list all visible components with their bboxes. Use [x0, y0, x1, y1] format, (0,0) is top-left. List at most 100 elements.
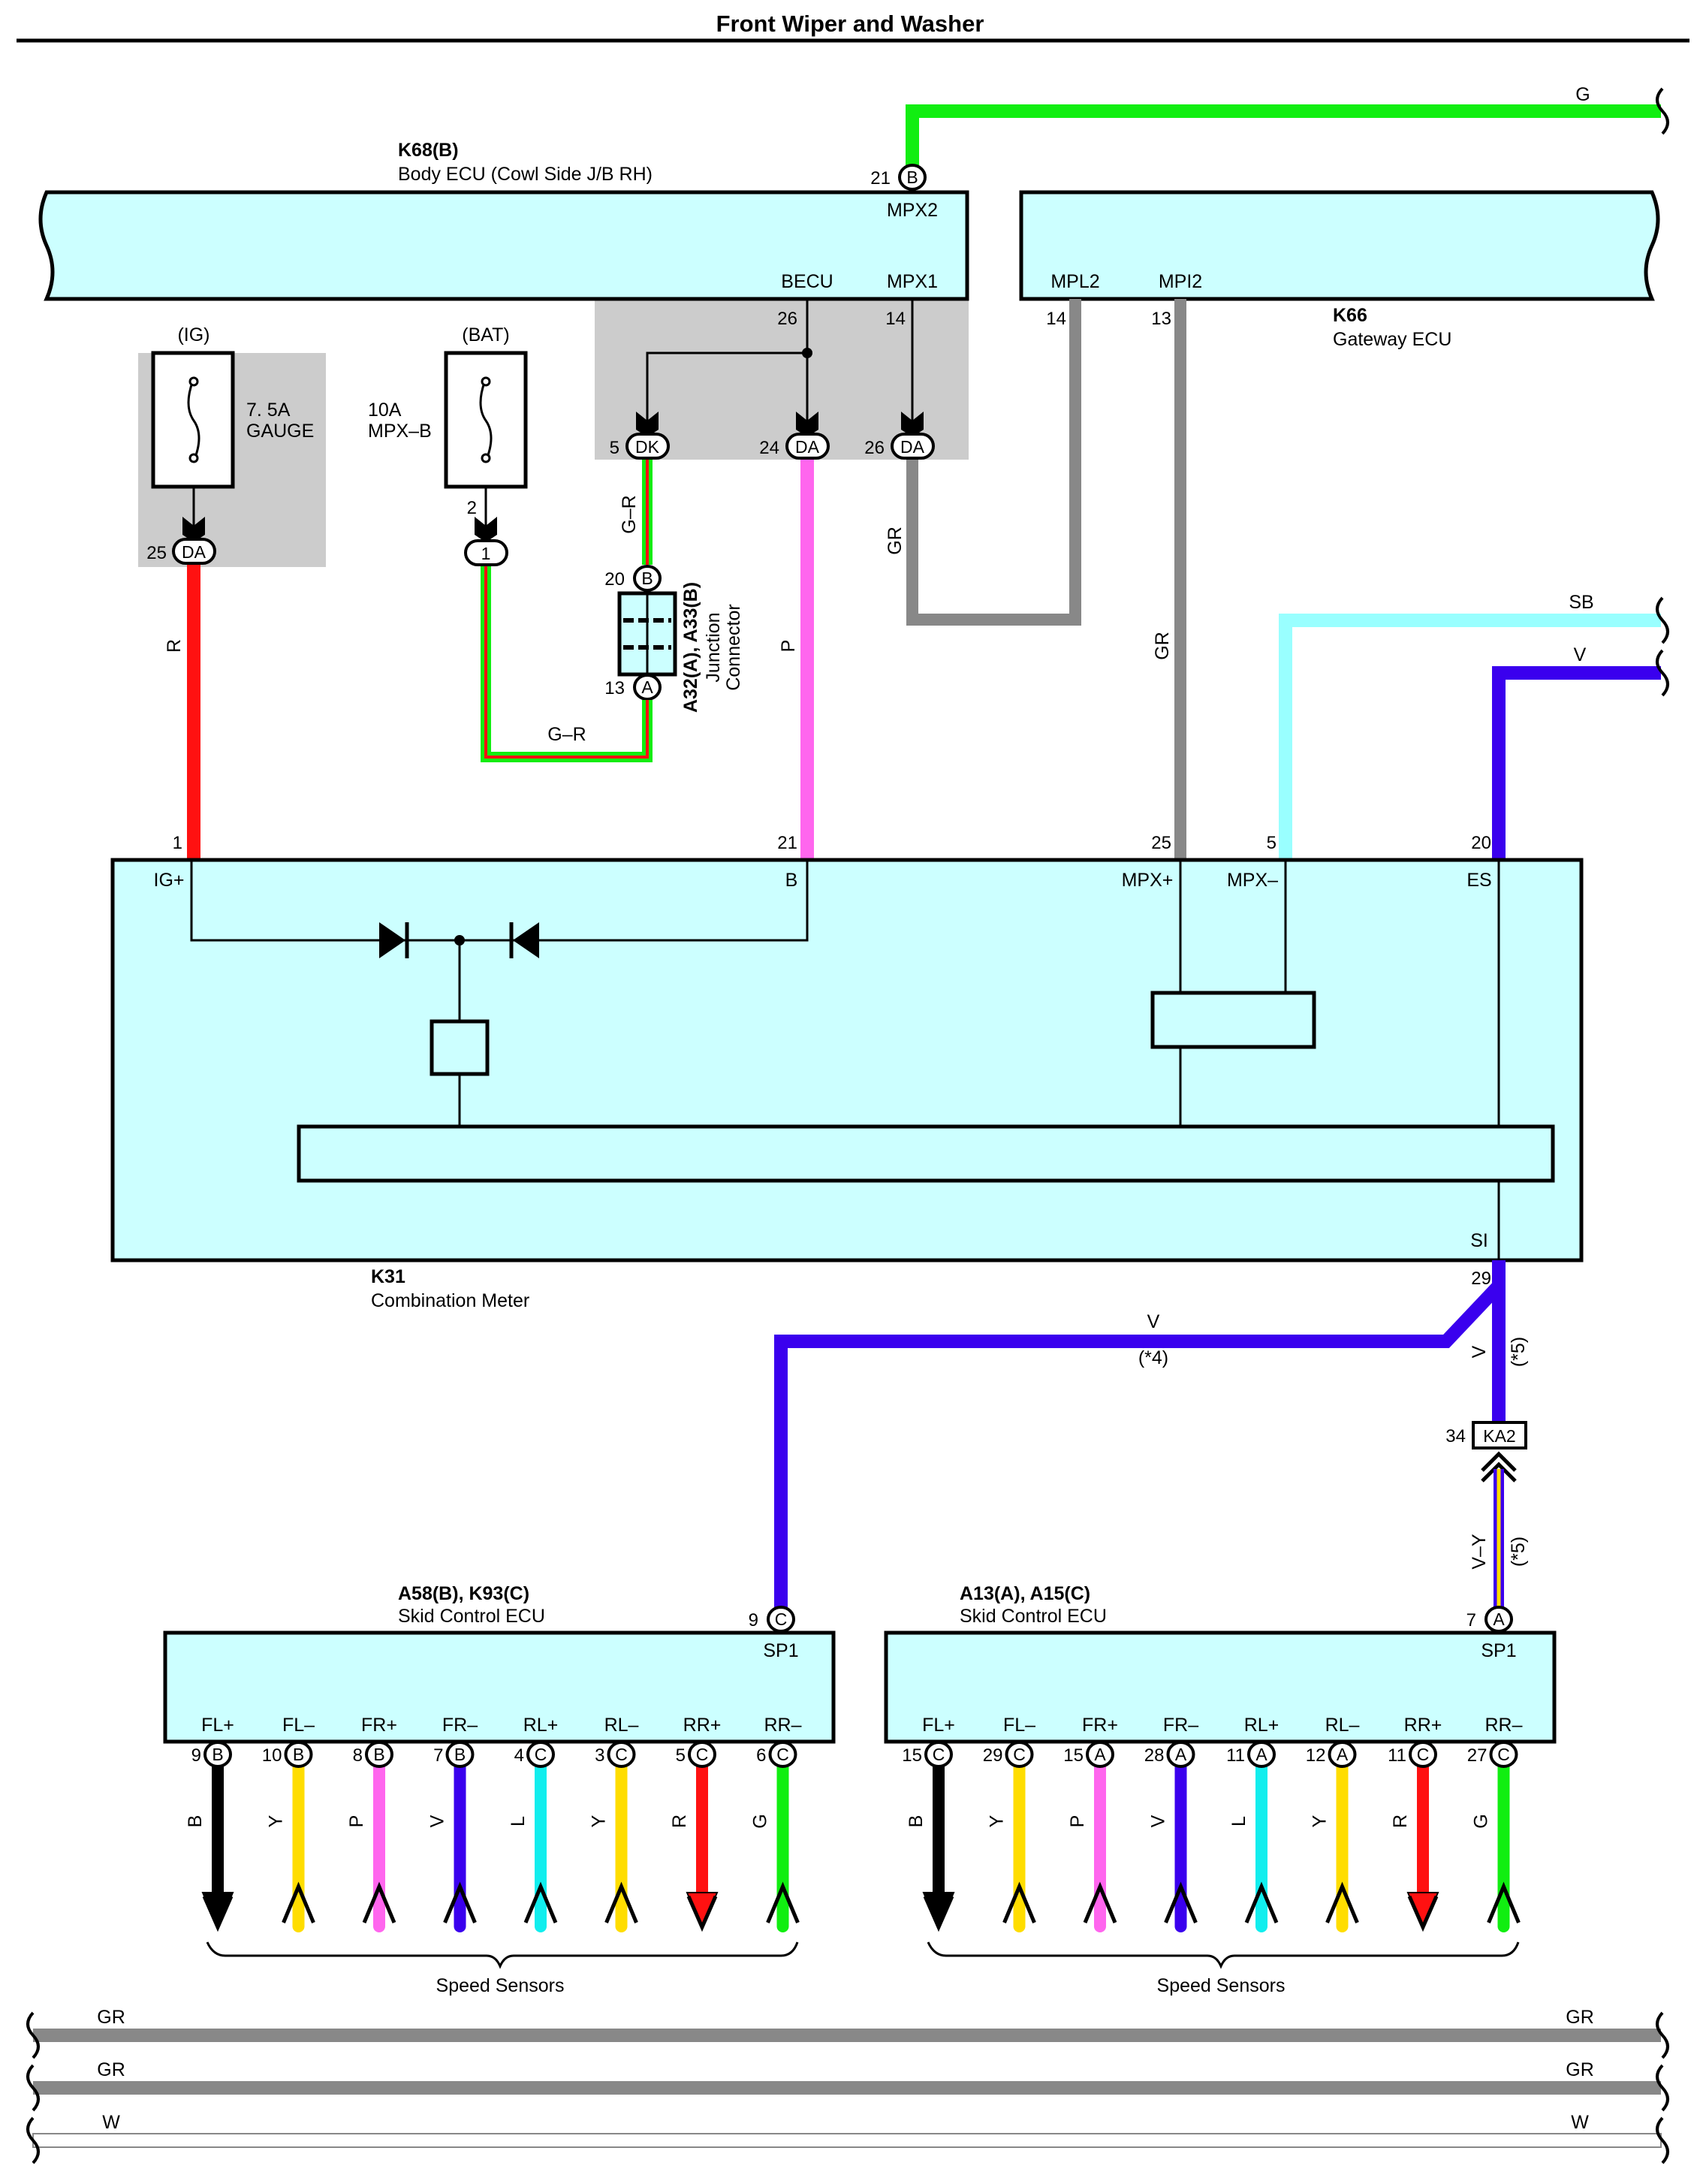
sensor-left-1-arrow-outline [202, 1895, 234, 1932]
sensor-right-3-terminal: FR+ [1082, 1715, 1118, 1736]
wire-label-v: V [1574, 644, 1587, 665]
terminal-mpxm: MPX– [1227, 870, 1278, 891]
sensor-left-7-wire-label: R [669, 1814, 690, 1828]
sensor-left-4-terminal: FR– [442, 1715, 478, 1736]
gateway-name: Gateway ECU [1333, 329, 1451, 350]
ka2-chevron-2 [1481, 1462, 1517, 1483]
sensor-right-6-chevron [1325, 1881, 1359, 1923]
conn-da25 [172, 538, 216, 565]
sensor-right-1-pin: 15 [902, 1745, 922, 1766]
sensor-right-7-connector [1409, 1741, 1437, 1768]
speed-sensors-left-label: Speed Sensors [436, 1975, 565, 1996]
sensor-left-3-terminal: FR+ [361, 1715, 397, 1736]
conn-1 [464, 539, 508, 566]
sensor-left-2-connector-label: B [293, 1745, 304, 1764]
arrow-da26 [901, 412, 924, 437]
bus-line-2-break-right [1656, 2064, 1669, 2112]
sensor-left-5-connector [526, 1741, 555, 1768]
pin-25-da: 25 [146, 543, 167, 563]
sensor-left-3-pin: 8 [353, 1745, 363, 1766]
sensor-left-1-terminal: FL+ [201, 1715, 234, 1736]
pin-5-dk: 5 [610, 438, 619, 458]
conn-jc-a-label: A [641, 677, 653, 697]
bus-line-3 [32, 2133, 1662, 2148]
bus-line-3-break-right [1656, 2116, 1669, 2164]
wire-break-v [1656, 649, 1669, 697]
pin-13-mpi2: 13 [1151, 309, 1171, 329]
junction-connector [617, 591, 677, 677]
sensor-left-4-connector-label: B [454, 1745, 466, 1764]
fuse-bat-name: MPX–B [368, 421, 432, 442]
wire-becu-branch-dk [646, 351, 807, 421]
conn-jc-b [633, 565, 662, 592]
speed-sensors-left: FL+B9BFL–B10YFR+B8PFR–B7VRL+C4LRL–C3YRR+… [185, 1715, 802, 1932]
terminal-igp: IG+ [154, 870, 185, 891]
sensor-left-7-connector [688, 1741, 716, 1768]
sensor-left-5-terminal: RL+ [523, 1715, 559, 1736]
note-4: (*4) [1138, 1347, 1168, 1368]
sensor-right-5-pin: 11 [1226, 1745, 1245, 1766]
bus-line-1-break-left [26, 2011, 40, 2059]
sensor-right-6-connector [1328, 1741, 1357, 1768]
gateway-ecu: MPL2 MPI2 K66 Gateway ECU [1019, 190, 1660, 350]
sensor-left-7-pin: 5 [676, 1745, 686, 1766]
pin-7-sp1: 7 [1466, 1610, 1476, 1630]
sensor-left-8-terminal: RR– [764, 1715, 801, 1736]
sensor-left-8-connector [768, 1741, 797, 1768]
skid-ecu-left: A58(B), K93(C) Skid Control ECU SP1 [163, 1583, 836, 1744]
sensor-right-2-wire-label: Y [987, 1814, 1008, 1827]
sensor-left-5-connector-label: C [535, 1745, 547, 1764]
fuse-ig-rating: 7. 5A [246, 400, 291, 421]
wire-label-v-right: V [1469, 1345, 1490, 1358]
sensor-right-5-connector-label: A [1255, 1745, 1267, 1764]
terminal-sp1-right: SP1 [1481, 1640, 1516, 1661]
bus-line-3-break-left [26, 2116, 40, 2164]
sensor-right-1-connector [924, 1741, 953, 1768]
speed-sensors-right: FL+C15BFL–C29YFR+A15PFR–A28VRL+A11LRL–A1… [902, 1715, 1523, 1932]
sensor-right-2-connector-label: C [1013, 1745, 1026, 1764]
conn-1-label: 1 [481, 544, 491, 563]
jc-name2: Connector [723, 604, 744, 690]
conn-dk-label: DK [635, 437, 660, 457]
brace-right [927, 1941, 1520, 1969]
skid-left-name: Skid Control ECU [398, 1606, 545, 1627]
sensor-left-3-connector [365, 1741, 393, 1768]
sensor-left-5-wire-label: L [508, 1816, 529, 1827]
sensor-left-4-pin: 7 [433, 1745, 443, 1766]
body-ecu: K68(B) Body ECU (Cowl Side J/B RH) MPX2 … [38, 140, 969, 301]
body-ecu-ref: K68(B) [398, 140, 459, 161]
meter-ref: K31 [371, 1266, 405, 1287]
conn-mpx2-b [898, 164, 927, 191]
gateway-ref: K66 [1333, 305, 1367, 326]
wire-break-sb [1656, 596, 1669, 644]
pin-20-jc: 20 [604, 569, 625, 590]
pin-29-si: 29 [1471, 1268, 1491, 1289]
sensor-left-6-pin: 3 [595, 1745, 604, 1766]
sensor-right-7-wire-label: R [1390, 1814, 1411, 1828]
conn-skid-right-a-label: A [1493, 1609, 1505, 1629]
pin-34-ka2: 34 [1445, 1426, 1466, 1446]
conn-jc-a [633, 674, 662, 701]
wire-label-gr-mpi2: GR [1152, 632, 1173, 660]
wire-gr-mpl2 [906, 299, 1081, 626]
sensor-left-6-chevron [604, 1881, 638, 1923]
sensor-right-4-terminal: FR– [1163, 1715, 1198, 1736]
arrow-fuse-ig [182, 517, 205, 542]
pin-25-mpx: 25 [1151, 833, 1171, 853]
conn-dk [625, 433, 670, 460]
terminal-mpx2: MPX2 [887, 200, 938, 221]
sensor-left-6-connector-label: C [615, 1745, 628, 1764]
sensor-right-5-terminal: RL+ [1244, 1715, 1280, 1736]
sensor-right-6-connector-label: A [1337, 1745, 1349, 1764]
sensor-right-5-connector [1247, 1741, 1276, 1768]
sensor-right-5-chevron [1244, 1881, 1279, 1923]
sensor-right-7-pin: 11 [1388, 1745, 1406, 1766]
sensor-left-3-chevron [362, 1881, 396, 1923]
conn-mpx2-b-label: B [906, 167, 918, 187]
sensor-right-3-pin: 15 [1063, 1745, 1084, 1766]
sensor-left-7-arrow-outline [686, 1895, 718, 1932]
sensor-left-4-wire-label: V [427, 1814, 448, 1827]
sensor-left-3-connector-label: B [373, 1745, 384, 1764]
sensor-right-7-terminal: RR+ [1404, 1715, 1442, 1736]
